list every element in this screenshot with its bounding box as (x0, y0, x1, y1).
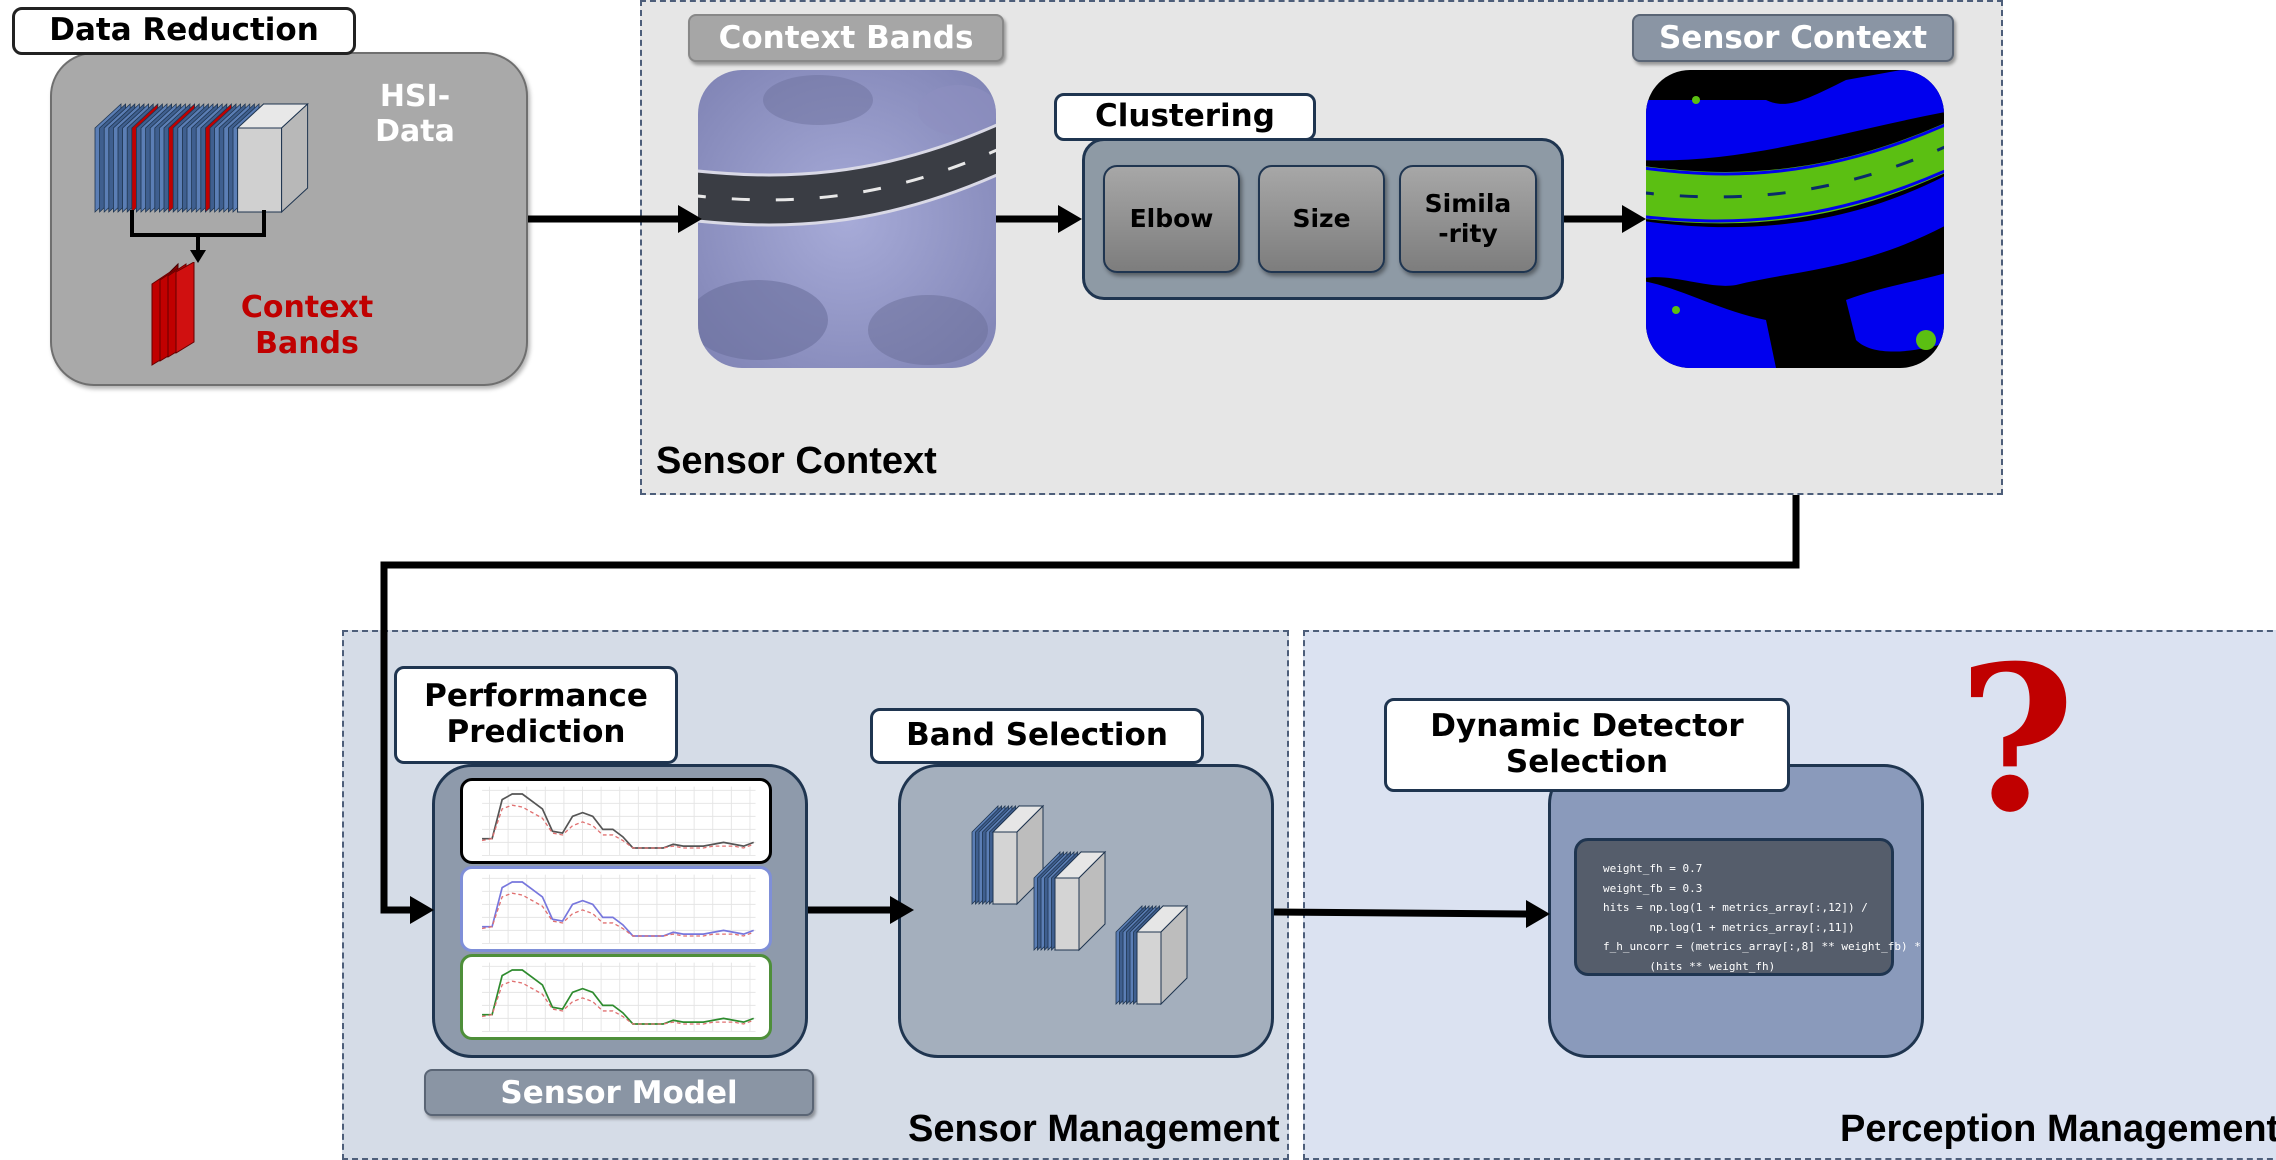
code-snippet-panel: weight_fh = 0.7 weight_fb = 0.3 hits = n… (1574, 838, 1921, 976)
question-mark-icon: ? (1958, 622, 2076, 857)
similarity-method-box: Simila -rity (1399, 165, 1537, 273)
plot-line-dashed (481, 980, 754, 1025)
band-selection-tag: Band Selection (870, 708, 1204, 764)
context-bands-tag: Context Bands (688, 14, 1004, 62)
hsi-cube-side (281, 102, 309, 214)
dynamic-detector-tag: Dynamic Detector Selection (1384, 698, 1790, 792)
clustering-tag: Clustering (1054, 93, 1316, 141)
code-line: hits = np.log(1 + metrics_array[:,12]) / (1603, 901, 1868, 914)
band-stack-icon (971, 804, 1045, 906)
code-line: weight_fh = 0.7 (1603, 862, 1703, 875)
elbow-method-box: Elbow (1103, 165, 1240, 273)
sensor-context-region-label: Sensor Context (656, 440, 937, 482)
hsi-cube-face (237, 127, 283, 213)
sensor-context-output-tag: Sensor Context (1632, 14, 1954, 62)
band-extraction-connector (130, 210, 266, 263)
code-line: f_h_uncorr = (metrics_array[:,8] ** weig… (1603, 940, 1921, 953)
plot-line-main (482, 969, 754, 1025)
code-line: np.log(1 + metrics_array[:,11]) (1603, 920, 1855, 934)
data-reduction-title: Data Reduction (12, 7, 356, 55)
hsi-cube-icon (94, 102, 309, 214)
band-stack-icon (1033, 850, 1107, 952)
sensor-context-segmentation-image (1646, 70, 1944, 368)
context-bands-label: Context Bands (240, 290, 374, 361)
performance-plot-blue (460, 866, 772, 952)
performance-plot-green (460, 954, 772, 1040)
hsi-data-label: HSI- Data (375, 79, 455, 149)
code-line: weight_fb = 0.3 (1603, 881, 1703, 895)
context-bands-icon (151, 262, 195, 366)
band-stack-icon (1115, 904, 1189, 1006)
performance-plot-black (460, 778, 772, 864)
performance-prediction-tag: Performance Prediction (394, 666, 678, 764)
context-bands-image (698, 70, 996, 368)
size-method-box: Size (1258, 165, 1385, 273)
selected-bands-icon (971, 804, 1189, 1006)
perception-management-region-label: Perception Management (1840, 1108, 2276, 1150)
code-line: (hits ** weight_fh) (1603, 959, 1776, 973)
sensor-management-region-label: Sensor Management (908, 1108, 1280, 1150)
sensor-model-tag: Sensor Model (424, 1069, 814, 1116)
